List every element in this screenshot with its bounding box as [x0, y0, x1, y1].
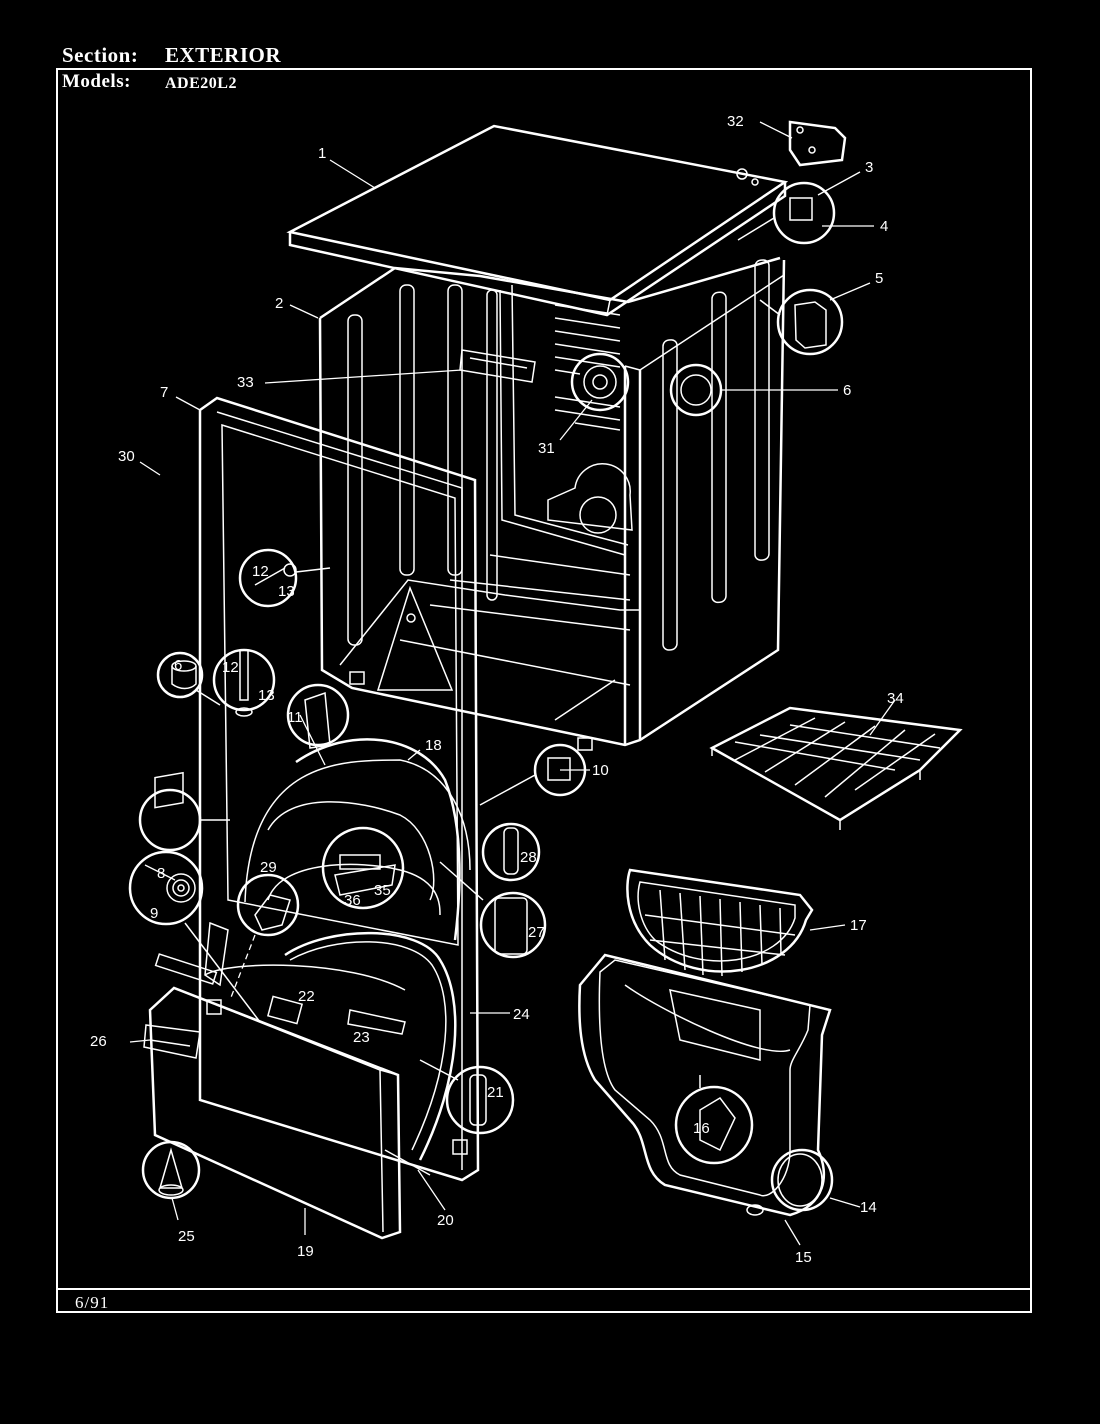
- callout-31: 31: [538, 440, 555, 457]
- callout-10: 10: [592, 762, 609, 779]
- callout-36: 36: [344, 892, 361, 909]
- drying-rack-part: [709, 706, 963, 830]
- callout-4: 4: [880, 218, 888, 235]
- callout-2: 2: [275, 295, 283, 312]
- section-label: Section:: [62, 43, 139, 67]
- callout-14: 14: [860, 1199, 877, 1216]
- section-value: EXTERIOR: [165, 43, 282, 67]
- section-row: Section: EXTERIOR: [62, 43, 281, 68]
- callout-22: 22: [298, 988, 315, 1005]
- footer-divider: [56, 1288, 1032, 1290]
- callout-11: 11: [287, 709, 303, 726]
- front-detail-circles: [128, 648, 754, 1200]
- models-row: Models: ADE20L2: [62, 71, 236, 93]
- models-value: ADE20L2: [165, 75, 237, 92]
- callout-5: 5: [875, 270, 883, 287]
- callout-7: 7: [160, 384, 168, 401]
- detail-callout-circles: [238, 181, 844, 608]
- callout-12-secondary: 12: [222, 659, 239, 676]
- callout-25: 25: [178, 1228, 195, 1245]
- callout-20: 20: [437, 1212, 454, 1229]
- leader-lines: [129, 121, 896, 1246]
- callout-34: 34: [887, 690, 904, 707]
- lint-filter-part: [626, 868, 814, 977]
- callout-26: 26: [90, 1033, 107, 1050]
- callout-3: 3: [865, 159, 873, 176]
- callout-17: 17: [850, 917, 867, 934]
- callout-13-secondary: 13: [258, 687, 275, 704]
- callout-1: 1: [318, 145, 326, 162]
- callout-29: 29: [260, 859, 277, 876]
- models-label: Models:: [62, 71, 131, 92]
- callout-21: 21: [487, 1084, 504, 1101]
- callout-30: 30: [118, 448, 135, 465]
- callout-32: 32: [727, 113, 744, 130]
- callout-24: 24: [513, 1006, 530, 1023]
- callout-6-secondary: 6: [174, 657, 182, 674]
- part-callouts: 1 2 3 4 5 6 6 7 8 9 10 11 12 12 13 13 14…: [90, 113, 904, 1266]
- callout-15: 15: [795, 1249, 812, 1266]
- callout-19: 19: [297, 1243, 314, 1260]
- callout-6: 6: [843, 382, 851, 399]
- callout-13: 13: [278, 583, 295, 600]
- lint-duct-part: [578, 953, 834, 1217]
- callout-23: 23: [353, 1029, 370, 1046]
- callout-9: 9: [150, 905, 158, 922]
- front-panel-part: [198, 396, 480, 1182]
- revision-date: 6/91: [75, 1293, 110, 1312]
- callout-18: 18: [425, 737, 442, 754]
- cabinet-body-part: [318, 256, 786, 751]
- bracket-32-part: [788, 120, 847, 167]
- callout-27: 27: [528, 924, 545, 941]
- callout-28: 28: [520, 849, 537, 866]
- callout-8: 8: [157, 865, 165, 882]
- callout-12: 12: [252, 563, 269, 580]
- callout-35: 35: [374, 882, 391, 899]
- callout-33: 33: [237, 374, 254, 391]
- door-part: [143, 953, 431, 1240]
- callout-16: 16: [693, 1120, 710, 1137]
- diagram-frame: [56, 68, 1032, 1313]
